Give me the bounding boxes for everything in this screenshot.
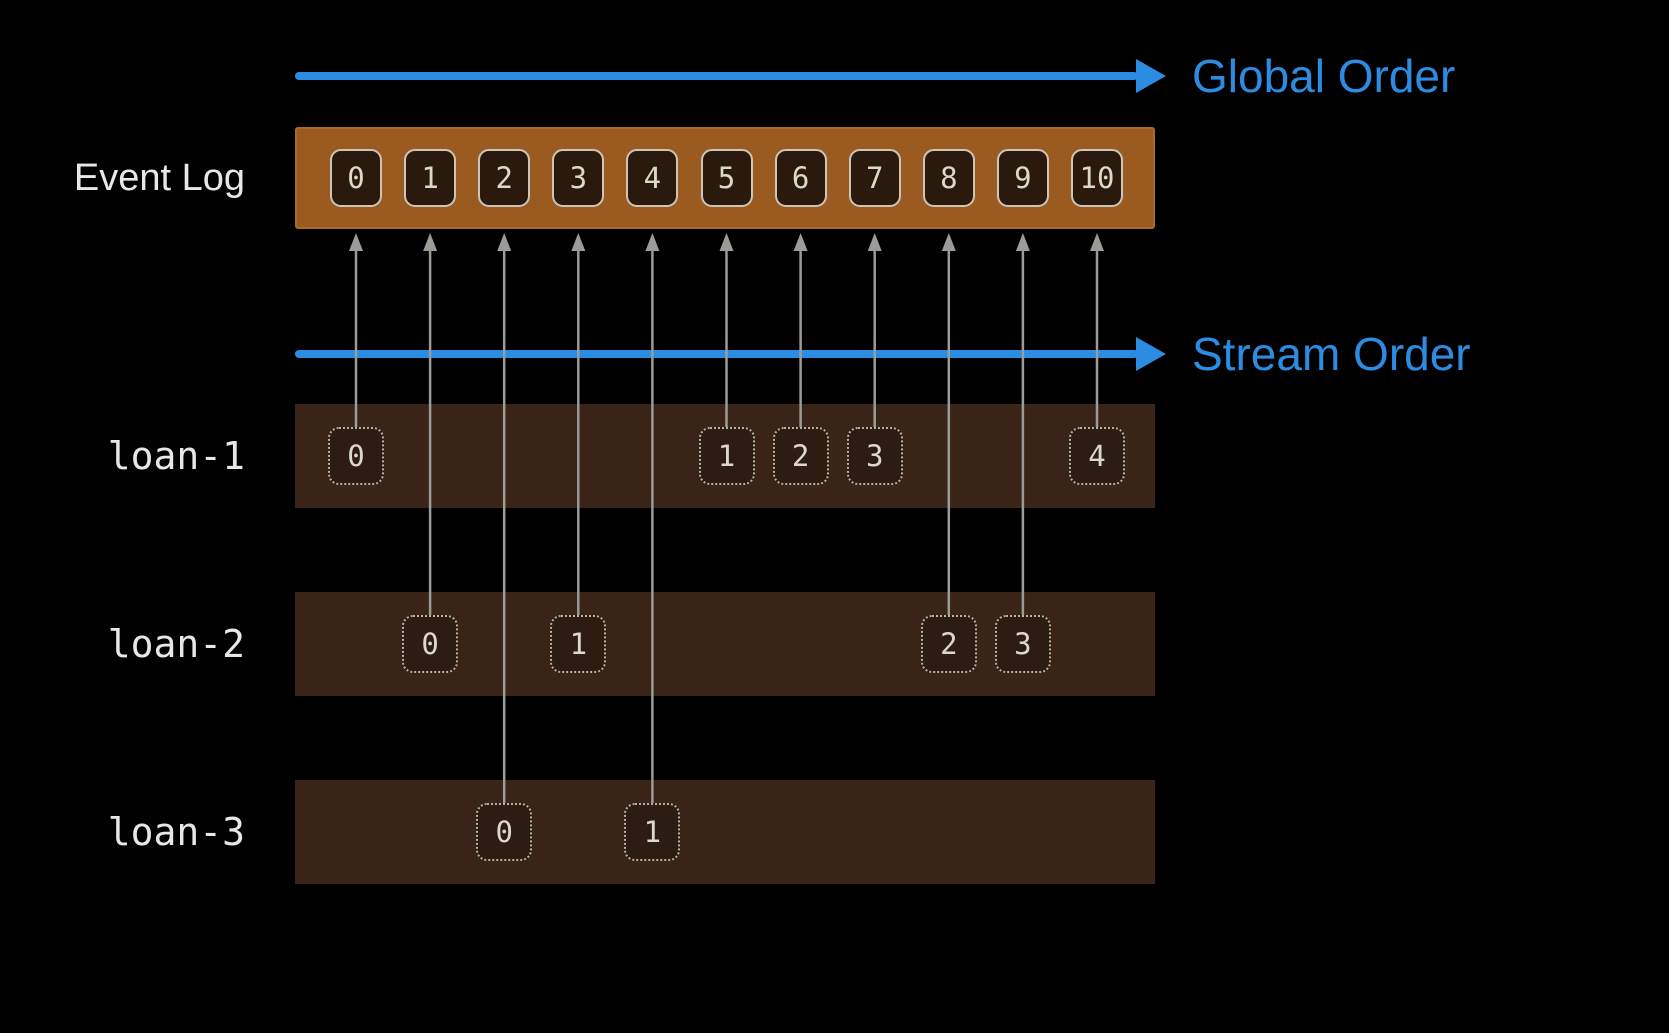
stream-bar-loan-3	[295, 780, 1155, 884]
stream-label-loan-3: loan-3	[107, 810, 245, 854]
event-cell: 7	[848, 149, 901, 207]
stream-order-arrowhead-icon	[1136, 337, 1166, 371]
stream-cell: 3	[846, 427, 903, 485]
global-order-arrow: Global Order	[295, 48, 1455, 104]
stream-cell: 4	[1069, 427, 1125, 485]
stream-cell: 2	[772, 427, 829, 485]
event-cell: 2	[478, 149, 531, 207]
stream-label-loan-2: loan-2	[107, 622, 245, 666]
connector-arrowhead-icon	[497, 233, 512, 251]
connector-arrowhead-icon	[1090, 233, 1104, 251]
connector-arrowhead-icon	[941, 233, 956, 251]
connector-arrowhead-icon	[645, 233, 660, 251]
stream-label-loan-1: loan-1	[107, 434, 245, 478]
global-order-arrowhead-icon	[1136, 59, 1166, 93]
global-order-label: Global Order	[1192, 50, 1456, 102]
connector-arrowhead-icon	[423, 233, 438, 251]
stream-order-arrow-line	[295, 350, 1138, 358]
event-log-label: Event Log	[73, 156, 245, 199]
event-cell: 8	[922, 149, 975, 207]
stream-cell: 0	[476, 803, 533, 861]
stream-cell: 1	[624, 803, 681, 861]
event-cell: 1	[404, 149, 457, 207]
stream-order-arrow: Stream Order	[295, 326, 1471, 382]
connector-arrowhead-icon	[867, 233, 882, 251]
connector-arrowhead-icon	[571, 233, 586, 251]
stream-cell: 0	[328, 427, 384, 485]
event-cell: 0	[330, 149, 382, 207]
event-cell: 9	[996, 149, 1049, 207]
event-cell: 5	[700, 149, 753, 207]
stream-cell: 1	[698, 427, 755, 485]
event-cell: 3	[552, 149, 605, 207]
event-cell: 4	[626, 149, 679, 207]
stream-cell: 3	[994, 615, 1051, 673]
stream-order-label: Stream Order	[1192, 328, 1471, 380]
stream-cell: 2	[920, 615, 977, 673]
connector-arrowhead-icon	[1015, 233, 1030, 251]
stream-cell: 0	[402, 615, 459, 673]
connector-arrowhead-icon	[349, 233, 363, 251]
event-cell: 10	[1071, 149, 1123, 207]
connector-arrowhead-icon	[719, 233, 734, 251]
global-order-arrow-line	[295, 72, 1138, 80]
connector-arrowhead-icon	[793, 233, 808, 251]
stream-cell: 1	[550, 615, 607, 673]
event-cell: 6	[774, 149, 827, 207]
